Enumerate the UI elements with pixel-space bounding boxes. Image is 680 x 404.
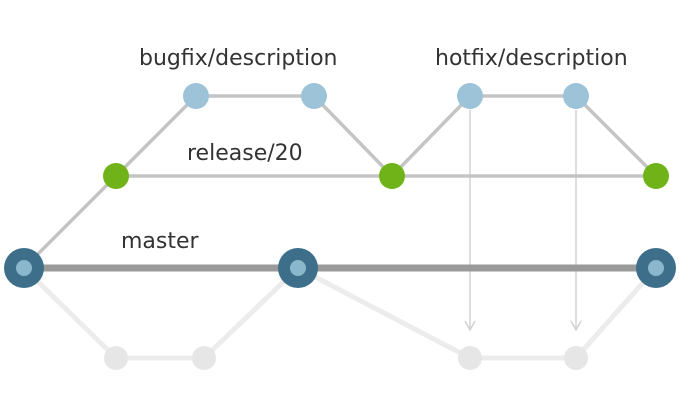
faded-nodes [104, 346, 588, 370]
hotfix-commit-node [563, 83, 589, 109]
faded-node [458, 346, 482, 370]
hotfix-arrow-1-head [464, 320, 476, 332]
bugfix-commit-node [183, 83, 209, 109]
faded-branch-lines [22, 265, 658, 361]
master-node-inner [648, 260, 664, 276]
release-commit-node [379, 163, 405, 189]
master-node-inner [290, 260, 306, 276]
feature-nodes [183, 83, 589, 109]
hotfix-arrows [464, 110, 582, 332]
faded-node [564, 346, 588, 370]
faded-line-3 [202, 266, 300, 360]
master-commit-node [4, 248, 44, 288]
release-branch-label: release/20 [187, 141, 303, 166]
hotfix-to-release-line [574, 94, 658, 178]
bugfix-commit-node [301, 83, 327, 109]
master-node-inner [16, 260, 32, 276]
faded-line-1 [22, 266, 118, 360]
bugfix-to-release-line [312, 94, 394, 178]
hotfix-branch-label: hotfix/description [435, 46, 628, 71]
master-nodes [4, 248, 676, 288]
faded-line-6 [574, 266, 658, 360]
release-commit-node [103, 163, 129, 189]
release-to-hotfix-line [390, 94, 472, 178]
faded-node [104, 346, 128, 370]
faded-line-4 [296, 265, 472, 361]
release-nodes [103, 163, 669, 189]
master-commit-node [636, 248, 676, 288]
hotfix-arrow-2-head [570, 320, 582, 332]
release-to-bugfix-line [114, 94, 198, 178]
master-branch-label: master [121, 229, 200, 254]
branch-lines [22, 94, 658, 270]
master-to-release-line [22, 174, 118, 270]
bugfix-branch-label: bugfix/description [139, 46, 337, 71]
release-commit-node [643, 163, 669, 189]
hotfix-commit-node [457, 83, 483, 109]
faded-node [192, 346, 216, 370]
master-commit-node [278, 248, 318, 288]
